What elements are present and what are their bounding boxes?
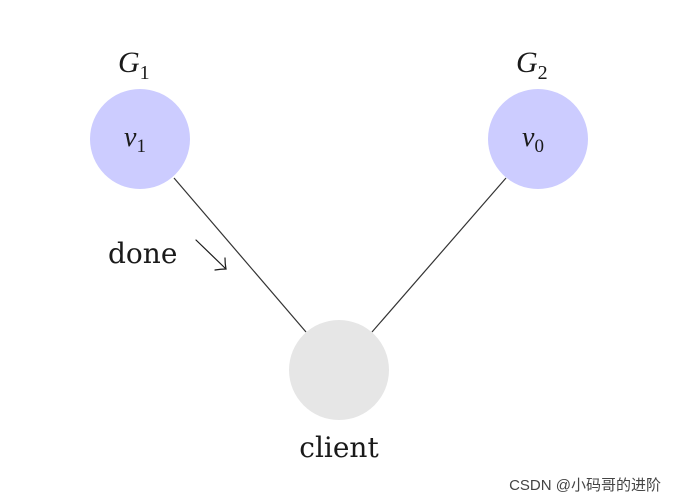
node-label-v1: v1 <box>124 122 146 157</box>
group-label-g1: G1 <box>118 46 150 84</box>
watermark: CSDN @小码哥的进阶 <box>509 477 661 494</box>
node-label-v0: v0 <box>522 122 544 157</box>
node-v1 <box>90 89 190 189</box>
node-v0 <box>488 89 588 189</box>
edge-g2-client <box>371 177 507 333</box>
client-label: client <box>299 431 379 464</box>
group-label-g2: G2 <box>516 46 548 84</box>
node-client <box>289 320 389 420</box>
edge-g1-client <box>173 177 307 333</box>
arrow-down-right-icon <box>195 239 227 271</box>
done-label: done <box>108 237 177 270</box>
